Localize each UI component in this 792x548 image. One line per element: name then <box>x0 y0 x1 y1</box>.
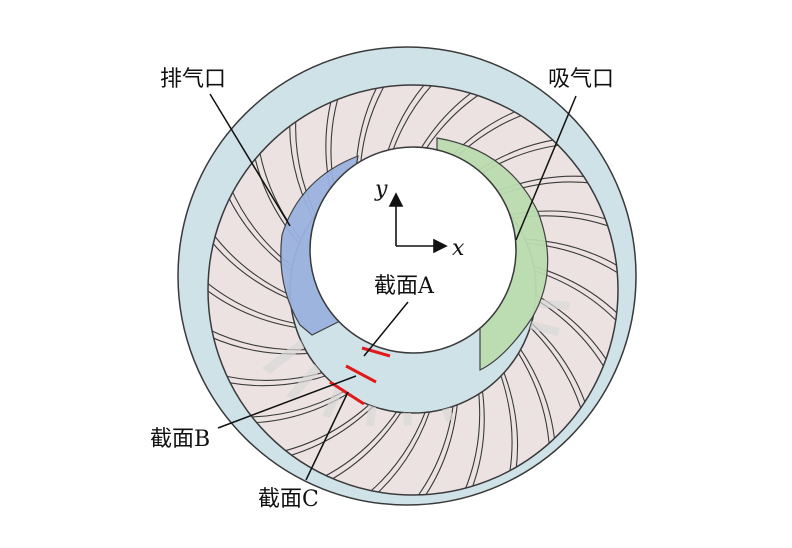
section-c-leader <box>305 391 349 481</box>
axis-y-label: y <box>374 177 388 202</box>
section-b-mark <box>345 364 377 384</box>
y-axis-arrowhead <box>388 192 404 207</box>
intake-leader <box>515 95 577 241</box>
axis-x-label: x <box>452 236 465 261</box>
channel-strip <box>262 340 306 374</box>
section-b-label: 截面B <box>150 427 210 452</box>
section-b-leader <box>217 375 357 429</box>
section-a-mark <box>361 346 391 358</box>
section-c-label: 截面C <box>258 487 319 512</box>
exhaust-leader <box>209 93 291 227</box>
inner-bore <box>309 146 517 354</box>
coordinate-axes <box>388 192 448 254</box>
intake-port-label: 吸气口 <box>548 67 614 92</box>
exhaust-port-label: 排气口 <box>160 67 226 92</box>
section-a-label: 截面A <box>374 274 435 299</box>
x-axis-arrowhead <box>433 238 448 254</box>
leader-lines <box>209 93 577 481</box>
section-a-leader <box>363 301 409 357</box>
